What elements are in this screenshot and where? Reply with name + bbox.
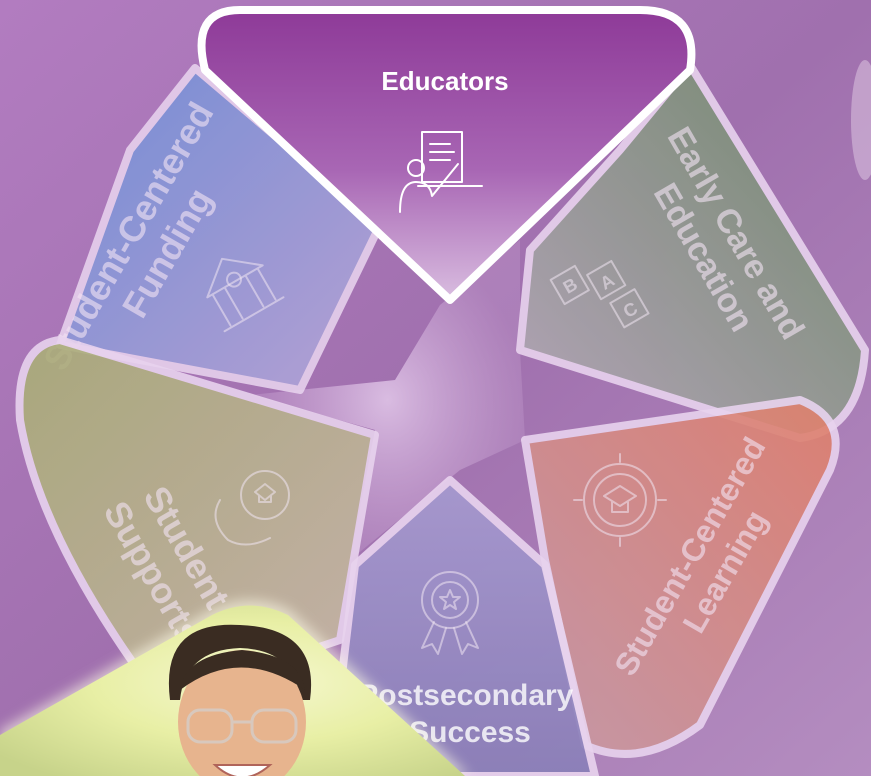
school-building-icon xyxy=(206,257,285,333)
person-face xyxy=(178,650,306,776)
hand-cap-icon xyxy=(214,470,290,546)
person-glasses xyxy=(186,708,298,744)
award-medal-icon xyxy=(421,571,479,655)
teacher-presenting-icon xyxy=(399,131,483,213)
center-hub xyxy=(250,240,525,560)
segment-educators[interactable]: Educators xyxy=(197,6,696,304)
background-highlight xyxy=(851,60,871,180)
person-hair xyxy=(168,624,312,700)
student-photo xyxy=(0,600,470,776)
graduation-cap-target-icon xyxy=(573,453,667,547)
educators-label: Educators xyxy=(381,66,508,96)
segment-student-centered-learning[interactable]: Student-Centered Learning xyxy=(521,396,840,758)
